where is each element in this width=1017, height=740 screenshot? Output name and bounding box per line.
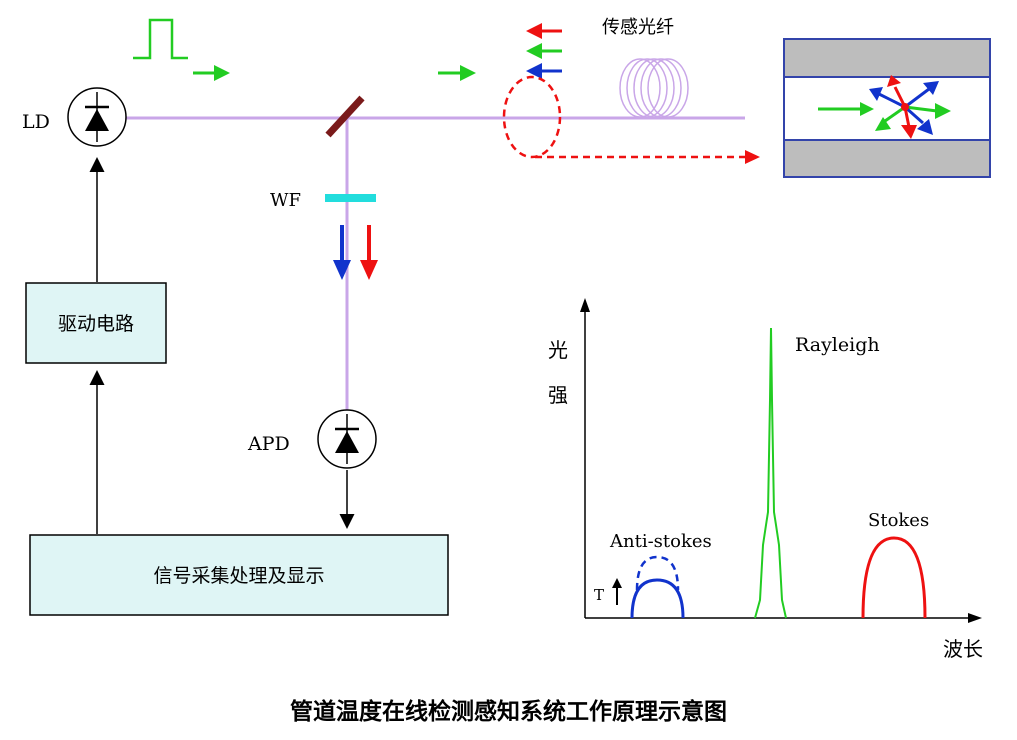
rayleigh-peak [754, 327, 787, 619]
anti-stokes-peak-raised [635, 555, 680, 591]
processor-box [29, 534, 449, 616]
wf-filter [325, 194, 376, 202]
rayleigh-label: Rayleigh [795, 334, 880, 356]
fiber-coil [619, 58, 689, 118]
processor-label: 信号采集处理及显示 [153, 565, 324, 587]
temperature-label: T [594, 586, 604, 604]
green-forward-arrow-2 [438, 65, 476, 81]
pipe-cross-section [783, 38, 991, 178]
apd-diode [317, 409, 377, 469]
y-axis-label-1: 光 [548, 338, 568, 362]
backscatter-arrows [526, 23, 562, 79]
driver-box [25, 282, 167, 364]
beam-splitter-mirror [325, 95, 365, 138]
ld-diode [67, 87, 127, 147]
dashed-loop [502, 75, 760, 164]
y-axis-label-2: 强 [548, 383, 568, 407]
x-axis-label: 波长 [943, 637, 983, 661]
anti-stokes-label: Anti-stokes [609, 531, 712, 552]
stokes-peak [861, 536, 927, 619]
stokes-label: Stokes [868, 510, 929, 531]
pulse-waveform [133, 18, 188, 60]
green-forward-arrow-1 [193, 65, 230, 81]
filtered-down-arrows [333, 225, 378, 280]
diagram-caption: 管道温度在线检测感知系统工作原理示意图 [290, 699, 727, 725]
driver-label: 驱动电路 [58, 313, 134, 335]
wf-label: WF [270, 190, 301, 211]
temperature-up-arrow [612, 578, 622, 605]
spectrum-axes [580, 298, 982, 623]
ld-label: LD [22, 111, 50, 133]
fiber-label: 传感光纤 [602, 17, 674, 38]
apd-label: APD [247, 433, 290, 455]
anti-stokes-peak [630, 578, 685, 619]
